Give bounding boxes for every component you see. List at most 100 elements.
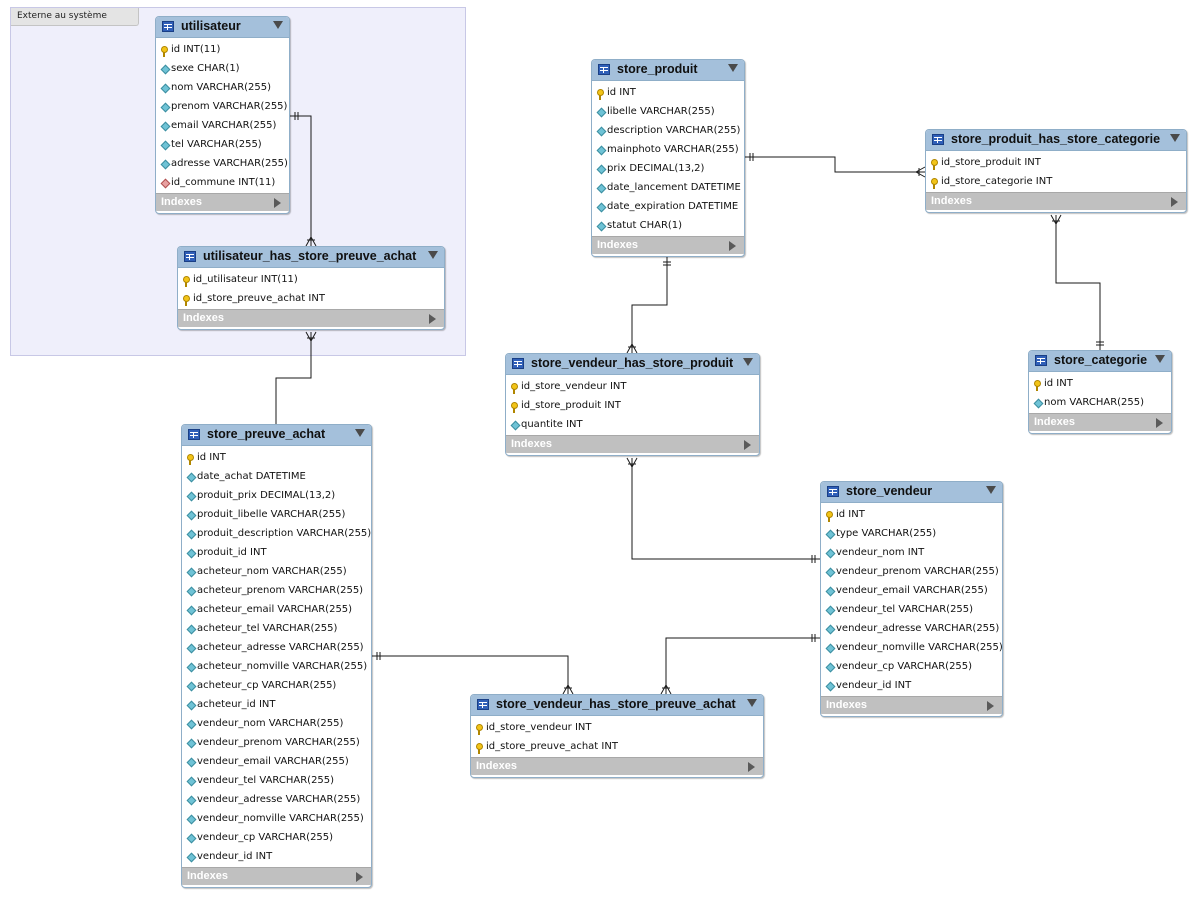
indexes-section[interactable]: Indexes — [471, 757, 763, 775]
column-row[interactable]: vendeur_nomville VARCHAR(255) — [182, 810, 371, 829]
table-header[interactable]: utilisateur_has_store_preuve_achat — [178, 247, 444, 268]
column-row[interactable]: vendeur_id INT — [821, 677, 1002, 696]
table-header[interactable]: store_produit_has_store_categorie — [926, 130, 1186, 151]
layer-tab[interactable]: Externe au système — [11, 8, 139, 26]
column-row[interactable]: vendeur_adresse VARCHAR(255) — [182, 791, 371, 810]
column-row[interactable]: vendeur_adresse VARCHAR(255) — [821, 620, 1002, 639]
indexes-section[interactable]: Indexes — [506, 435, 759, 453]
collapse-toggle-icon[interactable] — [355, 429, 365, 437]
indexes-section[interactable]: Indexes — [1029, 413, 1171, 431]
column-row[interactable]: vendeur_email VARCHAR(255) — [821, 582, 1002, 601]
column-row[interactable]: id_store_vendeur INT — [506, 378, 759, 397]
table-header[interactable]: store_vendeur_has_store_produit — [506, 354, 759, 375]
relationship-store-produit-to-store-produit-has-store-categorie[interactable] — [745, 156, 925, 173]
column-row[interactable]: acheteur_tel VARCHAR(255) — [182, 620, 371, 639]
column-row[interactable]: prenom VARCHAR(255) — [156, 98, 289, 117]
relationship-store-vendeur-to-store-vendeur-has-store-preuve-achat[interactable] — [665, 637, 820, 694]
column-row[interactable]: acheteur_nomville VARCHAR(255) — [182, 658, 371, 677]
column-row[interactable]: date_expiration DATETIME — [592, 198, 744, 217]
column-row[interactable]: vendeur_prenom VARCHAR(255) — [821, 563, 1002, 582]
column-row[interactable]: quantite INT — [506, 416, 759, 435]
table-header[interactable]: store_categorie — [1029, 351, 1171, 372]
column-row[interactable]: adresse VARCHAR(255) — [156, 155, 289, 174]
column-row[interactable]: vendeur_cp VARCHAR(255) — [182, 829, 371, 848]
expand-arrow-icon[interactable] — [1171, 197, 1178, 207]
column-row[interactable]: id INT(11) — [156, 41, 289, 60]
column-row[interactable]: produit_id INT — [182, 544, 371, 563]
collapse-toggle-icon[interactable] — [1155, 355, 1165, 363]
column-row[interactable]: vendeur_email VARCHAR(255) — [182, 753, 371, 772]
relationship-store-preuve-achat-to-store-vendeur-has-store-preuve-achat[interactable] — [372, 655, 569, 694]
column-row[interactable]: produit_description VARCHAR(255) — [182, 525, 371, 544]
column-row[interactable]: vendeur_tel VARCHAR(255) — [182, 772, 371, 791]
collapse-toggle-icon[interactable] — [747, 699, 757, 707]
collapse-toggle-icon[interactable] — [986, 486, 996, 494]
expand-arrow-icon[interactable] — [429, 314, 436, 324]
relationship-store-categorie-to-store-produit-has-store-categorie[interactable] — [1055, 215, 1101, 350]
expand-arrow-icon[interactable] — [987, 701, 994, 711]
column-row[interactable]: acheteur_prenom VARCHAR(255) — [182, 582, 371, 601]
indexes-section[interactable]: Indexes — [156, 193, 289, 211]
column-row[interactable]: id_store_preuve_achat INT — [471, 738, 763, 757]
column-row[interactable]: id INT — [592, 84, 744, 103]
column-row[interactable]: id INT — [1029, 375, 1171, 394]
column-row[interactable]: description VARCHAR(255) — [592, 122, 744, 141]
collapse-toggle-icon[interactable] — [728, 64, 738, 72]
column-row[interactable]: id_commune INT(11) — [156, 174, 289, 193]
table-header[interactable]: store_vendeur_has_store_preuve_achat — [471, 695, 763, 716]
table-header[interactable]: store_vendeur — [821, 482, 1002, 503]
expand-arrow-icon[interactable] — [356, 872, 363, 882]
column-row[interactable]: id_store_produit INT — [926, 154, 1186, 173]
expand-arrow-icon[interactable] — [1156, 418, 1163, 428]
column-row[interactable]: vendeur_nom VARCHAR(255) — [182, 715, 371, 734]
indexes-section[interactable]: Indexes — [821, 696, 1002, 714]
indexes-section[interactable]: Indexes — [592, 236, 744, 254]
relationship-store-vendeur-to-store-vendeur-has-store-produit[interactable] — [631, 458, 820, 560]
column-row[interactable]: id INT — [182, 449, 371, 468]
column-row[interactable]: acheteur_email VARCHAR(255) — [182, 601, 371, 620]
column-row[interactable]: vendeur_nom INT — [821, 544, 1002, 563]
table-store-vendeur-has-store-preuve-achat[interactable]: store_vendeur_has_store_preuve_achat id_s… — [470, 694, 764, 778]
column-row[interactable]: vendeur_nomville VARCHAR(255) — [821, 639, 1002, 658]
column-row[interactable]: id INT — [821, 506, 1002, 525]
column-row[interactable]: tel VARCHAR(255) — [156, 136, 289, 155]
column-row[interactable]: type VARCHAR(255) — [821, 525, 1002, 544]
column-row[interactable]: produit_prix DECIMAL(13,2) — [182, 487, 371, 506]
collapse-toggle-icon[interactable] — [428, 251, 438, 259]
column-row[interactable]: id_store_vendeur INT — [471, 719, 763, 738]
collapse-toggle-icon[interactable] — [743, 358, 753, 366]
collapse-toggle-icon[interactable] — [273, 21, 283, 29]
column-row[interactable]: statut CHAR(1) — [592, 217, 744, 236]
table-header[interactable]: utilisateur — [156, 17, 289, 38]
indexes-section[interactable]: Indexes — [178, 309, 444, 327]
column-row[interactable]: date_achat DATETIME — [182, 468, 371, 487]
indexes-section[interactable]: Indexes — [182, 867, 371, 885]
table-header[interactable]: store_produit — [592, 60, 744, 81]
column-row[interactable]: nom VARCHAR(255) — [1029, 394, 1171, 413]
column-row[interactable]: nom VARCHAR(255) — [156, 79, 289, 98]
column-row[interactable]: acheteur_cp VARCHAR(255) — [182, 677, 371, 696]
table-utilisateur-has-store-preuve-achat[interactable]: utilisateur_has_store_preuve_achat id_uti… — [177, 246, 445, 330]
indexes-section[interactable]: Indexes — [926, 192, 1186, 210]
column-row[interactable]: acheteur_adresse VARCHAR(255) — [182, 639, 371, 658]
table-header[interactable]: store_preuve_achat — [182, 425, 371, 446]
column-row[interactable]: id_store_produit INT — [506, 397, 759, 416]
relationship-utilisateur-to-utilisateur-has-store-preuve-achat[interactable] — [290, 115, 312, 246]
column-row[interactable]: acheteur_id INT — [182, 696, 371, 715]
table-store-produit-has-store-categorie[interactable]: store_produit_has_store_categorie id_stor… — [925, 129, 1187, 213]
column-row[interactable]: id_utilisateur INT(11) — [178, 271, 444, 290]
expand-arrow-icon[interactable] — [748, 762, 755, 772]
column-row[interactable]: prix DECIMAL(13,2) — [592, 160, 744, 179]
relationship-store-produit-to-store-vendeur-has-store-produit[interactable] — [631, 257, 668, 353]
column-row[interactable]: vendeur_id INT — [182, 848, 371, 867]
column-row[interactable]: id_store_categorie INT — [926, 173, 1186, 192]
column-row[interactable]: vendeur_tel VARCHAR(255) — [821, 601, 1002, 620]
column-row[interactable]: produit_libelle VARCHAR(255) — [182, 506, 371, 525]
table-utilisateur[interactable]: utilisateur id INT(11)sexe CHAR(1)nom VAR… — [155, 16, 290, 214]
column-row[interactable]: id_store_preuve_achat INT — [178, 290, 444, 309]
column-row[interactable]: sexe CHAR(1) — [156, 60, 289, 79]
